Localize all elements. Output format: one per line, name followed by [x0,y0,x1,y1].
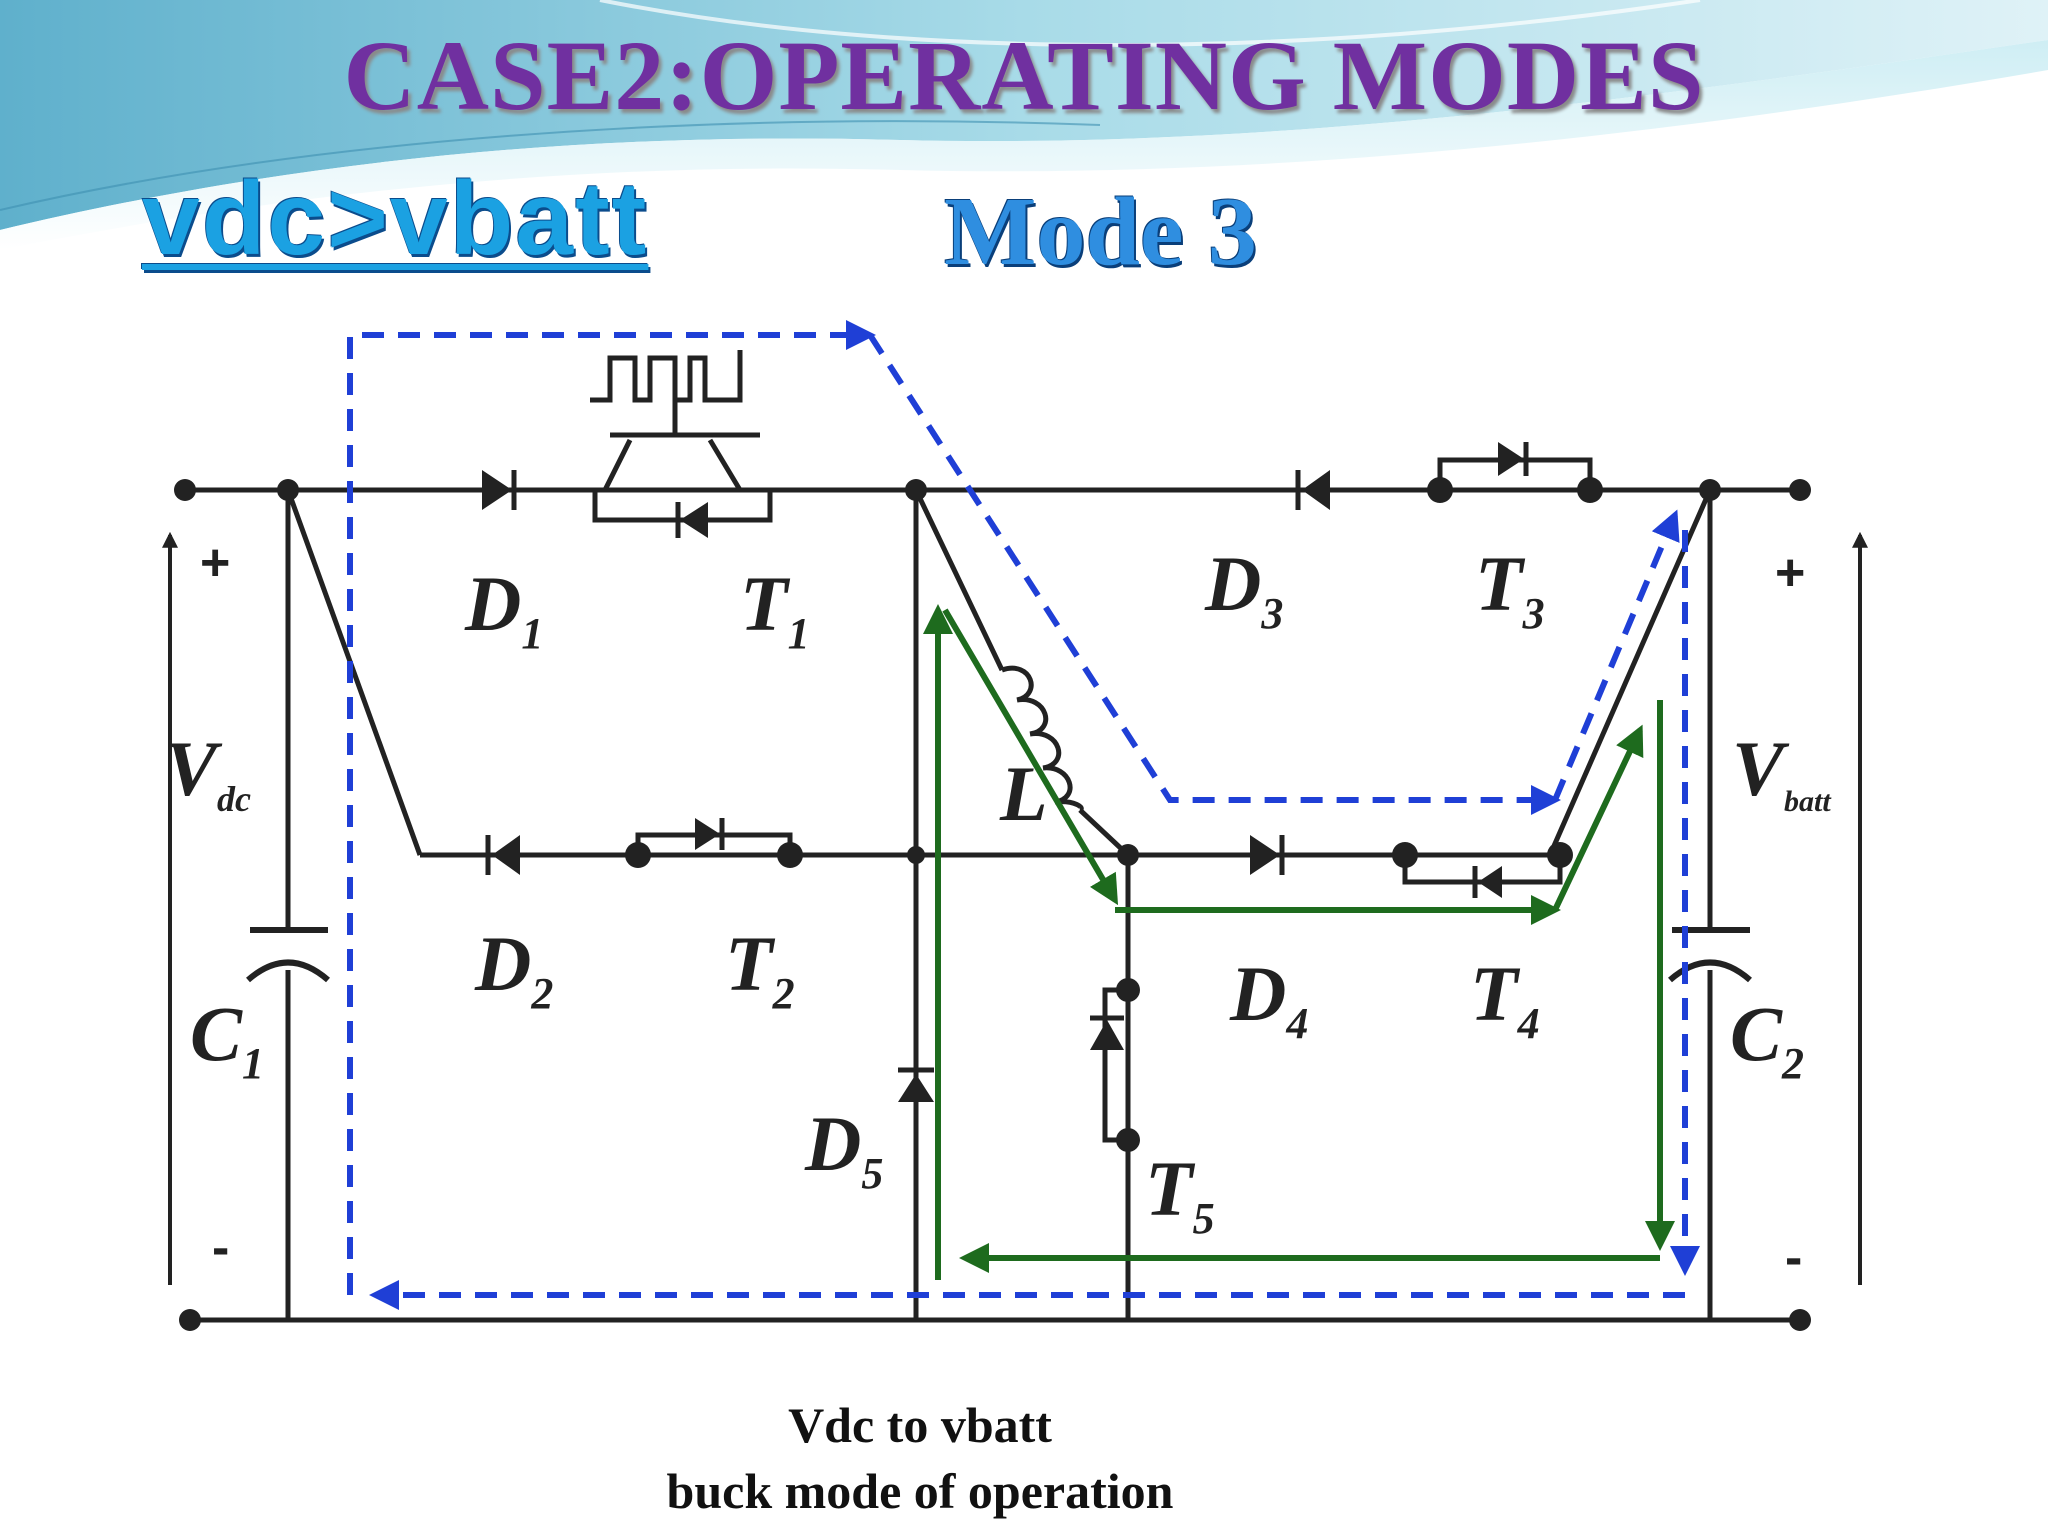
circuit-nodes [174,477,1811,1331]
diode-t1-antiparallel [675,502,708,538]
diode-d5-symbol [898,1067,934,1102]
label-vbatt: Vbatt [1732,725,1832,818]
label-l: L [999,750,1048,837]
label-t3: T3 [1475,540,1545,638]
label-t4: T4 [1470,950,1540,1048]
label-c2: C2 [1730,990,1804,1088]
label-d2: D2 [474,920,553,1018]
label-t5: T5 [1145,1145,1215,1243]
diode-d4-symbol [1250,835,1285,875]
caption-line-1: Vdc to vbatt [788,1397,1052,1453]
label-t2: T2 [725,920,795,1018]
label-plus-right: + [1775,544,1805,602]
diode-d1-symbol [482,470,517,510]
diagram-panel [130,290,1930,1360]
label-vdc: Vdc [165,725,251,819]
label-d3: D3 [1204,540,1283,638]
circuit-diagram: D1 T1 D2 T2 D3 T3 D4 T4 D5 T5 L C1 C2 Vd… [130,290,1930,1360]
caption-line-2: buck mode of operation [666,1463,1174,1519]
label-plus-left: + [200,534,230,592]
header-wave-decoration [0,0,2048,250]
label-d5: D5 [804,1100,883,1198]
label-minus-left: - [212,1219,229,1277]
label-d4: D4 [1229,950,1308,1048]
mode-heading: Mode 3 [944,178,1257,286]
switch-t4-symbol [1402,855,1563,898]
capacitor-c1-symbol [246,927,330,983]
circuit-wires [185,487,1800,1323]
label-minus-right: - [1785,1229,1802,1287]
blue-current-path [347,320,1700,1310]
switch-t3-symbol [1437,442,1593,490]
label-d1: D1 [464,560,543,658]
voltage-arrows [162,531,1868,1285]
switch-t1-symbol [580,350,773,523]
slide-title: CASE2:OPERATING MODES [343,20,1705,131]
green-current-path [923,604,1675,1280]
diode-d3-symbol [1295,470,1330,510]
diode-d2-symbol [485,835,520,875]
condition-heading: vdc>vbatt [142,161,649,277]
label-c1: C1 [190,990,264,1088]
label-t1: T1 [740,560,810,658]
